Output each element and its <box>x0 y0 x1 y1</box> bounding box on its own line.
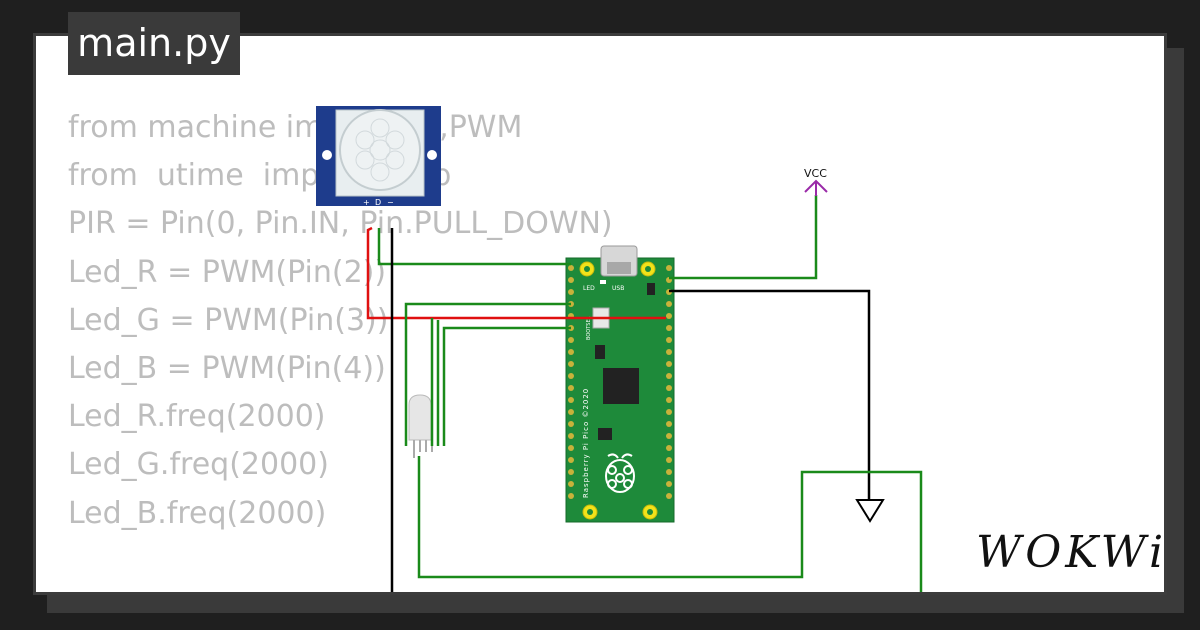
rp2040-chip <box>603 368 639 404</box>
code-line: PIR = Pin(0, Pin.IN, Pin.PULL_DOWN) <box>68 206 613 242</box>
pir-pin-plus: + <box>363 198 370 207</box>
code-line: if <box>68 586 613 593</box>
code-line: Led_R = PWM(Pin(2)) <box>68 254 387 290</box>
pico-board-label: Raspberry Pi Pico ©2020 <box>582 388 590 498</box>
pico-led-smd <box>600 280 606 284</box>
code-preview: from machine import Pin,PWM from utime i… <box>68 104 613 593</box>
code-line: Led_B = PWM(Pin(4)) <box>68 350 386 386</box>
code-line: Led_G.freq(2000) <box>68 447 329 483</box>
pico-left-pins <box>568 265 574 499</box>
rgb-led[interactable] <box>408 394 433 458</box>
pico-bootsel-label: BOOTSEL <box>586 316 592 340</box>
pir-pin-ground: − <box>387 198 394 207</box>
vcc-symbol[interactable]: VCC <box>804 167 828 196</box>
vcc-arrow-icon <box>804 179 828 196</box>
code-line: Led_G = PWM(Pin(3)) <box>68 302 389 338</box>
wire-led-red <box>404 302 571 446</box>
vcc-label: VCC <box>804 167 827 180</box>
wire-led-common <box>417 456 923 592</box>
ground-symbol-icon <box>855 499 885 523</box>
wire-pir-power <box>366 226 666 320</box>
code-line: Led_R.freq(2000) <box>68 399 326 435</box>
wokwi-logo: WOKWi <box>976 527 1168 578</box>
pico-usb-label: USB <box>612 285 624 292</box>
file-tab-main-py[interactable]: main.py <box>68 12 240 75</box>
raspberry-logo-icon <box>605 453 635 493</box>
wire-vcc <box>669 195 818 280</box>
pir-pin-data: D <box>375 198 381 207</box>
pico-led-label: LED <box>583 285 595 292</box>
raspberry-pi-pico[interactable]: LED USB BOOTSEL Raspberry Pi Pico ©2020 <box>565 245 675 523</box>
wire-led-blue <box>442 326 571 446</box>
wire-pir-data <box>377 228 571 266</box>
code-line: Led_B.freq(2000) <box>68 495 327 531</box>
wires <box>366 195 923 592</box>
pir-motion-sensor[interactable]: + D − <box>316 106 441 207</box>
wire-ground <box>669 289 871 500</box>
